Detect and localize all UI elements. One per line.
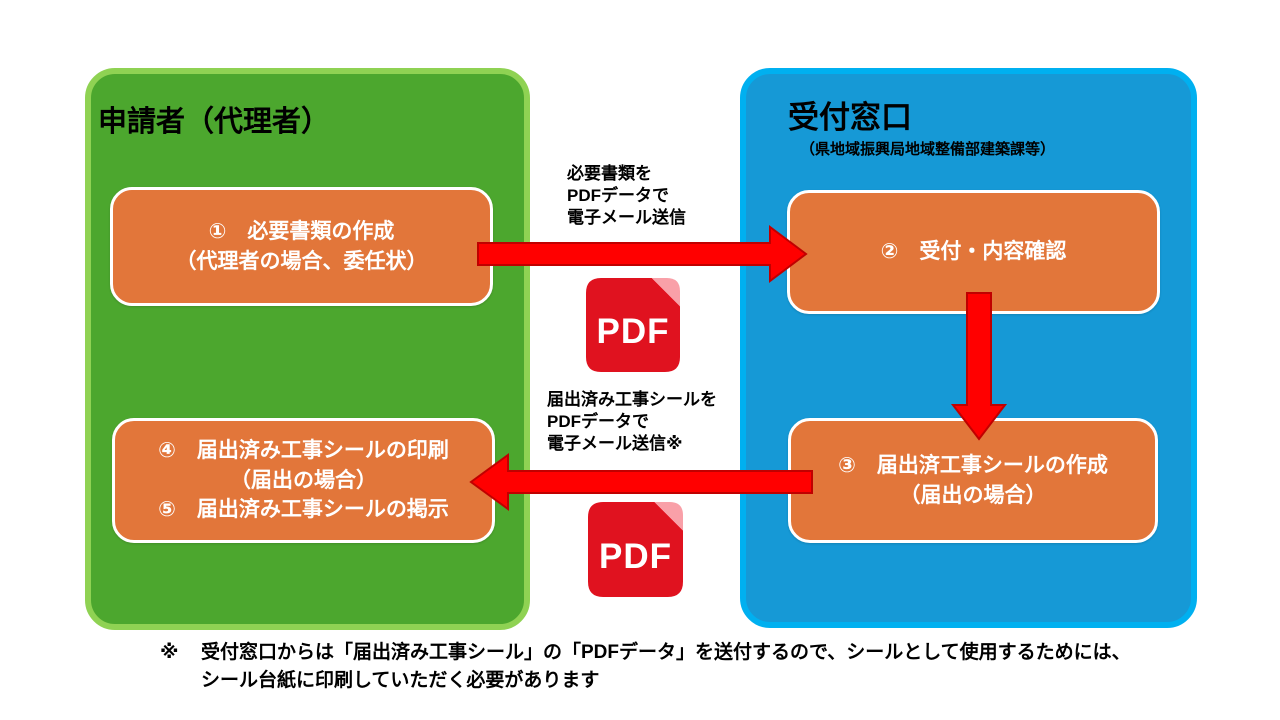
send-seal-label-line2: PDFデータで (547, 412, 649, 431)
footnote: ※ 受付窓口からは「届出済み工事シール」の「PDFデータ」を送付するので、シール… (160, 639, 1131, 695)
applicant-panel-title: 申請者（代理者） (98, 106, 331, 138)
reception-panel: 受付窓口 （県地域振興局地域整備部建築課等） ② 受付・内容確認 ③ 届出済工事… (740, 68, 1197, 628)
step5-line: ⑤ 届出済み工事シールの掲示 (158, 498, 449, 522)
send-seal-label-line1: 届出済み工事シールを (547, 390, 717, 409)
pdf-file-icon: PDF (588, 502, 683, 597)
footnote-line1: 受付窓口からは「届出済み工事シール」の「PDFデータ」を送付するので、シールとし… (201, 642, 1131, 663)
pdf-icon-fold-corner (651, 278, 680, 307)
send-documents-label-line1: 必要書類を (567, 164, 652, 183)
send-seal-label: 届出済み工事シールを PDFデータで 電子メール送信※ (547, 389, 717, 455)
reception-panel-subtitle: （県地域振興局地域整備部建築課等） (800, 141, 1056, 158)
step2-box: ② 受付・内容確認 (787, 190, 1160, 314)
pdf-icon-body (586, 278, 680, 372)
step1-box: ① 必要書類の作成 （代理者の場合、委任状） (110, 187, 493, 306)
step3-box: ③ 届出済工事シールの作成 （届出の場合） (788, 418, 1158, 543)
footnote-marker: ※ (160, 642, 179, 663)
reception-panel-title: 受付窓口 (788, 100, 912, 135)
send-documents-label: 必要書類を PDFデータで 電子メール送信 (567, 163, 686, 229)
pdf-file-icon: PDF (586, 278, 680, 372)
applicant-panel: 申請者（代理者） ① 必要書類の作成 （代理者の場合、委任状） ④ 届出済み工事… (85, 68, 530, 630)
step2-line1: ② 受付・内容確認 (880, 240, 1067, 264)
footnote-line2: シール台紙に印刷していただく必要があります (201, 670, 600, 691)
step3-line1: ③ 届出済工事シールの作成 (838, 454, 1108, 478)
footnote-text: 受付窓口からは「届出済み工事シール」の「PDFデータ」を送付するので、シールとし… (201, 639, 1131, 695)
send-documents-label-line3: 電子メール送信 (567, 208, 686, 227)
step4-5-box: ④ 届出済み工事シールの印刷 （届出の場合） ⑤ 届出済み工事シールの掲示 (112, 418, 495, 543)
step1-line1: ① 必要書類の作成 (208, 220, 395, 244)
pdf-icon-body (588, 502, 683, 597)
step1-line2: （代理者の場合、委任状） (175, 249, 428, 273)
step4-line2: （届出の場合） (230, 468, 377, 492)
pdf-icon-label: PDF (599, 536, 672, 576)
send-seal-label-line3: 電子メール送信※ (547, 434, 683, 453)
send-documents-label-line2: PDFデータで (567, 186, 669, 205)
step4-line1: ④ 届出済み工事シールの印刷 (158, 439, 449, 463)
pdf-icon-label: PDF (596, 312, 670, 351)
pdf-icon-fold-corner (654, 502, 683, 531)
step3-line2: （届出の場合） (899, 483, 1047, 507)
